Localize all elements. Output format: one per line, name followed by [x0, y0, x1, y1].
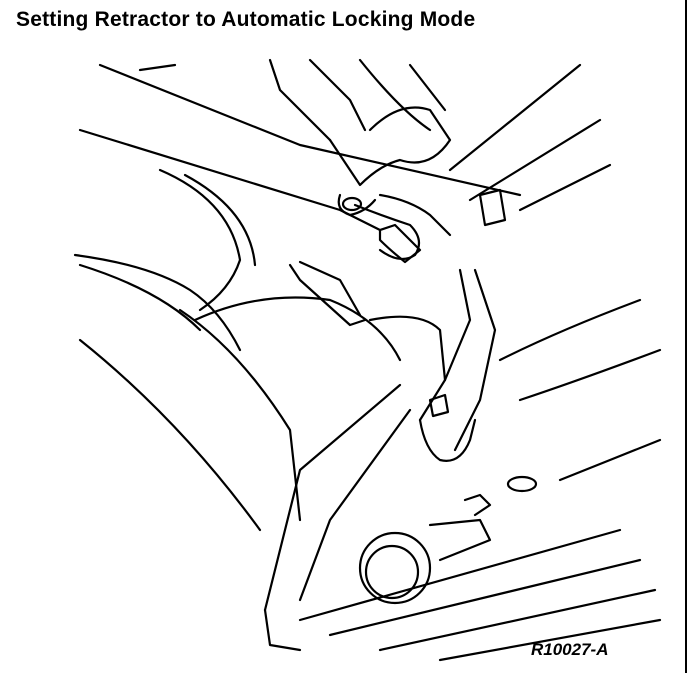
latch-bracket	[478, 188, 507, 227]
upper-right-line-2	[468, 118, 602, 202]
seat-front-edge	[78, 338, 262, 532]
right-panel-line	[518, 163, 612, 212]
latch-plate	[378, 223, 422, 264]
belt-fold	[368, 315, 447, 382]
belt-webbing-right	[298, 408, 412, 602]
side-panel-line-2	[518, 348, 662, 402]
hand-lower	[378, 193, 452, 237]
seat-cushion-left	[73, 253, 242, 352]
belt-webbing-left	[263, 383, 402, 612]
hand-nail	[341, 196, 363, 212]
seat-edge-right	[408, 63, 447, 112]
floor-right-edge	[558, 438, 662, 482]
floor-base	[263, 608, 302, 652]
floor-sill-4	[438, 618, 662, 662]
seat-cushion-curve	[158, 168, 242, 312]
seat-top-line	[268, 58, 332, 142]
seat-cushion-top	[78, 128, 382, 232]
seat-top-line-2	[308, 58, 367, 132]
upper-right-line	[448, 63, 582, 172]
seat-inner-curve	[193, 296, 402, 362]
belt-loop	[418, 418, 477, 462]
retractor-spool	[358, 531, 432, 605]
seat-back-outline	[98, 63, 522, 197]
floor-sill-2	[328, 558, 642, 637]
hand-thumb	[337, 193, 377, 217]
retractor-housing	[428, 518, 492, 562]
belt-over-seat-2	[298, 260, 362, 317]
floor-sill-3	[378, 588, 657, 652]
seat-back-top	[138, 63, 177, 72]
belt-over-seat	[288, 263, 367, 327]
belt-clip	[428, 393, 450, 418]
side-panel-line	[498, 298, 642, 362]
retractor-spool-inner	[364, 544, 420, 600]
seat-cushion-left-2	[78, 263, 202, 332]
belt-strap-upper-right	[453, 268, 497, 452]
retractor-lever	[463, 493, 492, 517]
floor-sill-1	[298, 528, 622, 622]
figure-reference-code: R10027-A	[531, 640, 609, 659]
figure-title: Setting Retractor to Automatic Locking M…	[16, 8, 476, 31]
seat-cushion-curve-2	[183, 173, 257, 267]
hand-fingers	[353, 203, 421, 261]
hand-outline	[328, 106, 452, 187]
floor-slot	[506, 475, 538, 493]
seat-side-curve	[358, 58, 432, 132]
seat-lower-edge	[178, 308, 302, 522]
